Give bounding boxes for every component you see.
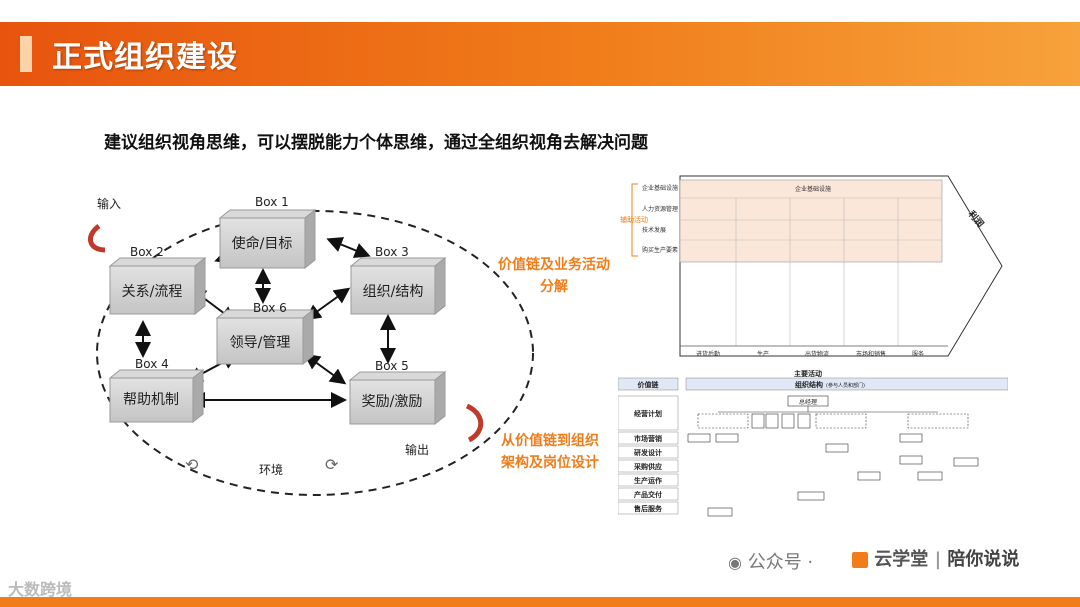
box-6-tag: Box 6 (253, 301, 287, 315)
subtitle: 建议组织视角思维，可以摆脱能力个体思维，通过全组织视角去解决问题 (104, 133, 648, 153)
value-chain-activity-text: 价值链及业务活动分解 (498, 257, 610, 296)
left-item-3: 研发设计 (634, 448, 662, 457)
left-item-5: 生产运作 (634, 476, 662, 485)
infrastructure-cell: 企业基础设施 (795, 185, 831, 193)
primary-col-4: 市场和销售 (856, 350, 886, 358)
box-1-tag: Box 1 (255, 195, 289, 209)
box-1-name: 使命/目标 (232, 235, 293, 252)
banner-marker (20, 36, 32, 72)
wechat-icon: ◉ (728, 553, 742, 572)
org-structure-note: (参与人员和部门) (826, 382, 865, 389)
box-5: Box 5 奖励/激励 (348, 359, 447, 426)
general-manager: 总经理 (799, 398, 817, 406)
wechat-watermark: ◉ 公众号 · (728, 548, 813, 574)
box-2-name: 关系/流程 (122, 284, 183, 300)
input-label: 输入 (97, 196, 121, 211)
corner-watermark: 大数跨境 (8, 576, 72, 600)
support-activities-label: 辅助活动 (620, 215, 648, 224)
box-3-name: 组织/结构 (363, 284, 424, 300)
page-title: 正式组织建设 (52, 40, 238, 75)
box-1: Box 1 使命/目标 (218, 195, 317, 270)
wechat-label: 公众号 · (747, 552, 814, 573)
support-band (679, 179, 943, 263)
org-design-chart: 主要活动 价值链 组织结构 (参与人员和部门) 经营计划 市场营销 研发设计 采… (618, 369, 1008, 517)
value-chain-to-org-text: 从价值链到组织架构及岗位设计 (501, 433, 599, 472)
box-5-tag: Box 5 (375, 359, 409, 373)
box-4: Box 4 帮助机制 (108, 357, 205, 424)
value-chain-cell: 价值链 (638, 380, 659, 389)
brand-name: 云学堂 (874, 549, 929, 570)
left-item-1: 经营计划 (634, 409, 662, 418)
value-chain-chart: 企业基础设施 企业基础设施 人力资源管理 技术发展 购买生产要素 辅助活动 进货… (620, 175, 1003, 358)
primary-col-3: 出货物流 (805, 350, 829, 358)
box-2-tag: Box 2 (130, 245, 164, 259)
output-arrow-icon (465, 403, 484, 443)
box-3: Box 3 组织/结构 (349, 245, 447, 316)
primary-col-2: 生产 (757, 350, 769, 358)
box-6-name: 领导/管理 (230, 335, 291, 351)
box-4-name: 帮助机制 (123, 392, 179, 408)
title-banner: 正式组织建设 (0, 22, 1080, 86)
box-5-name: 奖励/激励 (362, 393, 423, 410)
box-6: Box 6 领导/管理 (215, 301, 315, 366)
primary-col-1: 进货后勤 (696, 350, 720, 358)
link-3-6 (304, 287, 351, 321)
value-chain-activity-label: 价值链及业务活动分解 (498, 254, 610, 299)
recycle-left-icon: ⟲ (185, 455, 199, 474)
environment-label: 环境 (259, 462, 283, 477)
brand-watermark: 云学堂 | 陪你说说 (852, 545, 1019, 571)
link-1-3 (326, 237, 371, 258)
support-row-1: 企业基础设施 (642, 184, 678, 192)
left-item-2: 市场营销 (634, 434, 662, 443)
value-chain-to-org-label: 从价值链到组织架构及岗位设计 (496, 430, 604, 475)
box-2: Box 2 关系/流程 (108, 245, 207, 316)
input-arrow-icon (88, 223, 106, 253)
recycle-right-icon: ⟳ (325, 455, 339, 474)
org-structure-label: 组织结构 (795, 380, 823, 389)
link-6-5 (303, 353, 347, 385)
box-3-tag: Box 3 (375, 245, 409, 259)
column-name: 陪你说说 (947, 549, 1020, 570)
output-label: 输出 (405, 442, 429, 457)
left-item-6: 产品交付 (634, 490, 662, 499)
brand-logo-icon (852, 552, 868, 568)
brand-divider: | (934, 549, 942, 570)
corner-brand: 大数跨境 (8, 580, 73, 599)
left-item-4: 采购供应 (633, 462, 662, 471)
primary-activity-label: 主要活动 (794, 369, 822, 378)
box-4-tag: Box 4 (135, 357, 169, 371)
left-item-7: 售后服务 (634, 504, 663, 513)
six-box-diagram: 输入 输出 环境 ⟲ ⟳ Box 1 使命/目标 Box 2 关系/流程 Box… (88, 195, 534, 496)
support-row-3: 技术发展 (642, 226, 666, 234)
primary-col-5: 服务 (912, 350, 924, 358)
bottom-accent-bar (0, 597, 1080, 607)
support-row-2: 人力资源管理 (642, 205, 678, 213)
support-row-4: 购买生产要素 (642, 246, 678, 254)
